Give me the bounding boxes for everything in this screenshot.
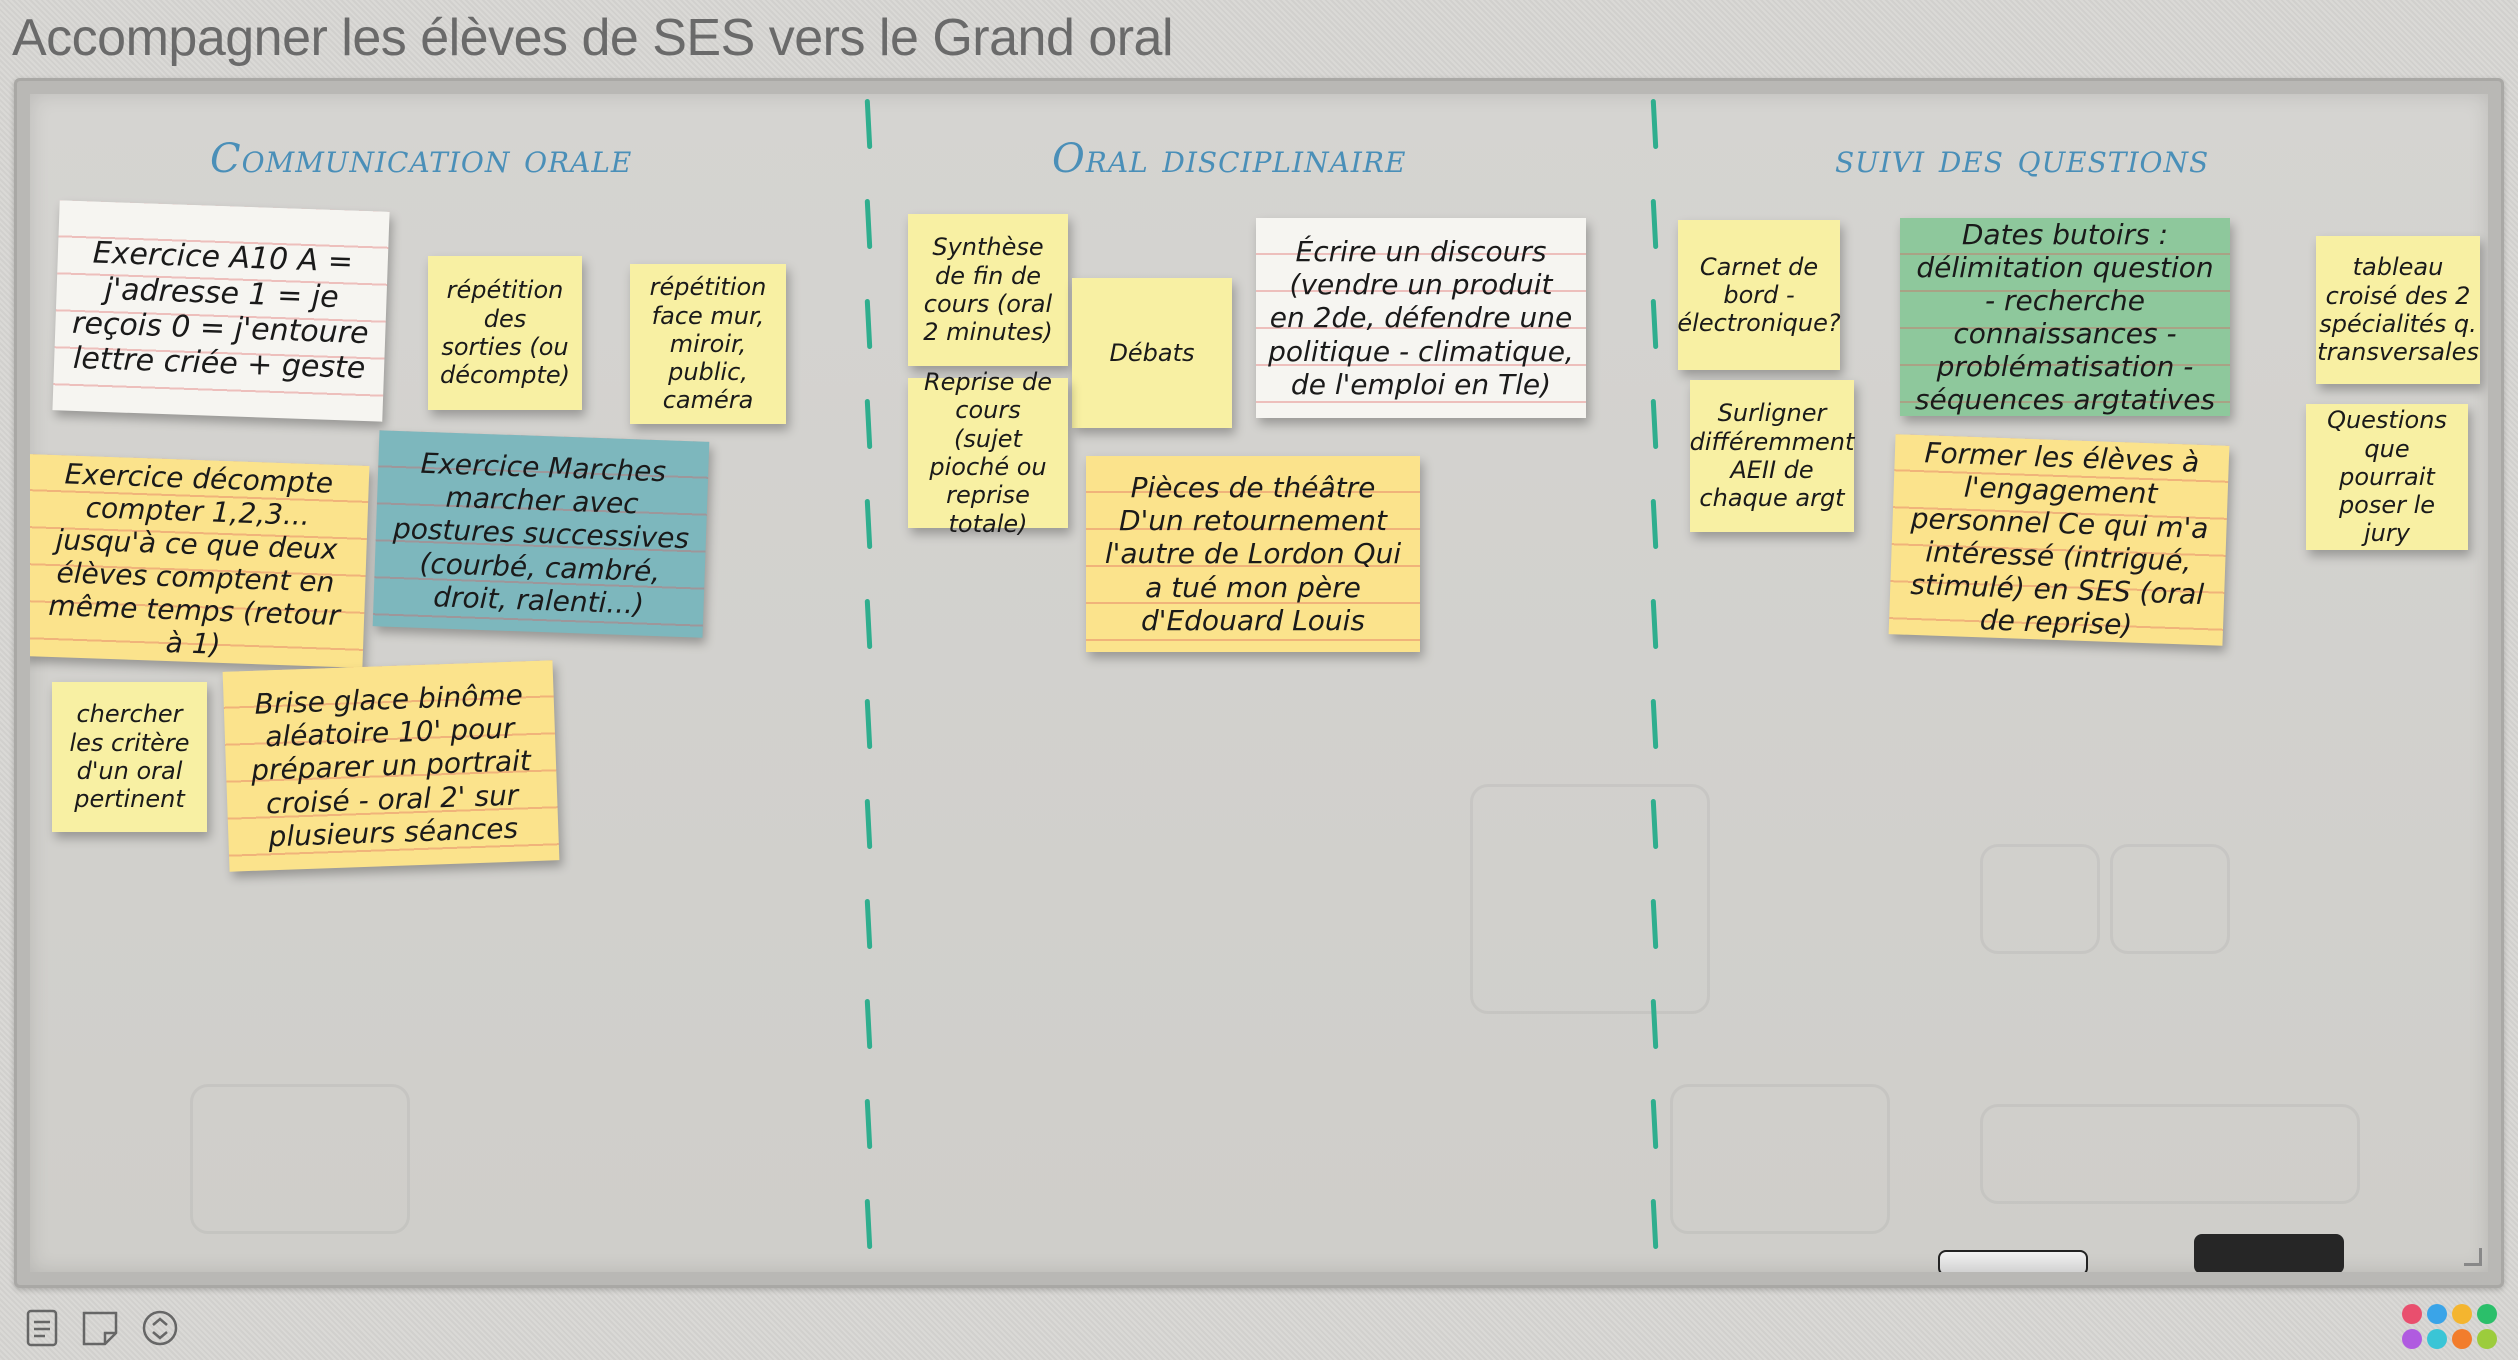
sticky-note[interactable]: répétition des sorties (ou décompte) [428, 256, 582, 410]
sticky-note[interactable]: Écrire un discours (vendre un produit en… [1256, 218, 1586, 418]
sticky-note[interactable]: Exercice Marches marcher avec postures s… [372, 430, 710, 638]
document-icon[interactable] [22, 1308, 62, 1348]
color-palette-icon[interactable] [2402, 1304, 2498, 1354]
column-title-communication: Communication orale [210, 136, 633, 182]
resize-handle[interactable] [2464, 1248, 2482, 1266]
sticky-note[interactable]: Dates butoirs : délimitation question - … [1900, 218, 2230, 416]
column-divider-1 [862, 94, 876, 1272]
sticky-note[interactable]: Carnet de bord - électronique? [1677, 220, 1841, 370]
sticky-note[interactable]: Former les élèves à l'engagement personn… [1888, 434, 2230, 646]
ghost-shape [190, 1084, 410, 1234]
ghost-shape [1980, 1104, 2360, 1204]
column-divider-2 [1648, 94, 1662, 1272]
ghost-shape [1670, 1084, 1890, 1234]
marker-icon[interactable] [1938, 1250, 2088, 1272]
sticky-note[interactable]: Exercice A10 A = j'adresse 1 = je reçois… [52, 200, 390, 422]
column-title-disciplinaire: Oral disciplinaire [1052, 136, 1407, 182]
sticky-note[interactable]: Surligner différemment AEII de chaque ar… [1690, 380, 1854, 532]
column-title-suivi: suivi des questions [1835, 136, 2210, 182]
page-title: Accompagner les élèves de SES vers le Gr… [12, 9, 1174, 67]
ghost-shape [1980, 844, 2100, 954]
sticky-note[interactable]: Débats [1072, 278, 1232, 428]
collapse-icon[interactable] [140, 1308, 180, 1348]
sticky-note[interactable]: répétition face mur, miroir, public, cam… [630, 264, 786, 424]
sticky-note[interactable]: Reprise de cours (sujet pioché ou repris… [908, 368, 1068, 538]
sticky-note[interactable]: tableau croisé des 2 spécialités q. tran… [2316, 236, 2480, 384]
sticky-note[interactable]: Exercice décompte compter 1,2,3... jusqu… [30, 454, 370, 668]
sticky-note[interactable]: Synthèse de fin de cours (oral 2 minutes… [908, 214, 1068, 366]
whiteboard[interactable]: Communication orale Oral disciplinaire s… [30, 94, 2488, 1272]
sticky-note[interactable]: chercher les critère d'un oral pertinent [52, 682, 207, 832]
sticky-note-icon[interactable] [80, 1308, 120, 1348]
eraser-icon[interactable] [2194, 1234, 2344, 1272]
sticky-note[interactable]: Brise glace binôme aléatoire 10' pour pr… [222, 660, 560, 872]
ghost-shape [1470, 784, 1710, 1014]
bottom-toolbar [0, 1290, 2518, 1360]
sticky-note[interactable]: Pièces de théâtre D'un retournement l'au… [1086, 456, 1420, 652]
ghost-shape [2110, 844, 2230, 954]
sticky-note[interactable]: Questions que pourrait poser le jury [2306, 404, 2468, 550]
